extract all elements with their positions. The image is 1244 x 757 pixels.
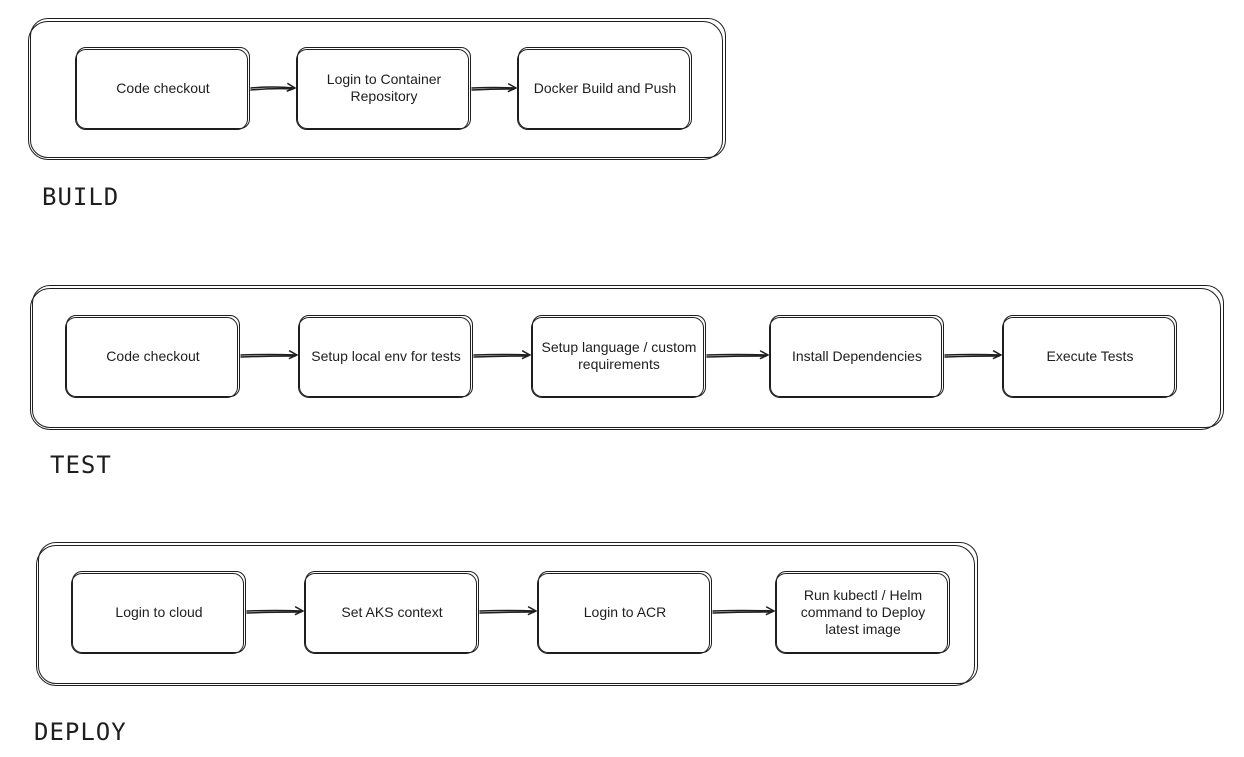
arrow-test-2-3 — [473, 350, 531, 360]
test-step-execute-tests: Execute Tests — [1002, 315, 1177, 398]
deploy-step-set-aks-context: Set AKS context — [304, 571, 479, 654]
arrow-test-1-2 — [240, 350, 298, 360]
test-step-install-dependencies: Install Dependencies — [769, 315, 944, 398]
arrow-build-1-2 — [250, 82, 296, 92]
test-step-setup-language: Setup language / custom requirements — [531, 315, 706, 398]
arrow-deploy-2-3 — [479, 606, 537, 616]
arrow-test-3-4 — [706, 350, 769, 360]
arrow-deploy-1-2 — [246, 606, 304, 616]
arrow-test-4-5 — [944, 350, 1002, 360]
deploy-stage-label: DEPLOY — [34, 718, 127, 746]
build-step-docker-build-push: Docker Build and Push — [517, 47, 692, 130]
test-stage-label: TEST — [50, 451, 112, 479]
test-step-setup-local-env: Setup local env for tests — [298, 315, 473, 398]
arrow-build-2-3 — [471, 82, 517, 93]
build-stage-label: BUILD — [42, 183, 120, 211]
deploy-step-run-kubectl-helm: Run kubectl / Helm command to Deploy lat… — [775, 571, 950, 654]
build-step-login-container-repo: Login to Container Repository — [296, 47, 471, 130]
deploy-step-login-cloud: Login to cloud — [71, 571, 246, 654]
build-step-code-checkout: Code checkout — [75, 47, 250, 130]
test-step-code-checkout: Code checkout — [65, 315, 240, 398]
arrow-deploy-3-4 — [712, 606, 775, 616]
deploy-step-login-acr: Login to ACR — [537, 571, 712, 654]
